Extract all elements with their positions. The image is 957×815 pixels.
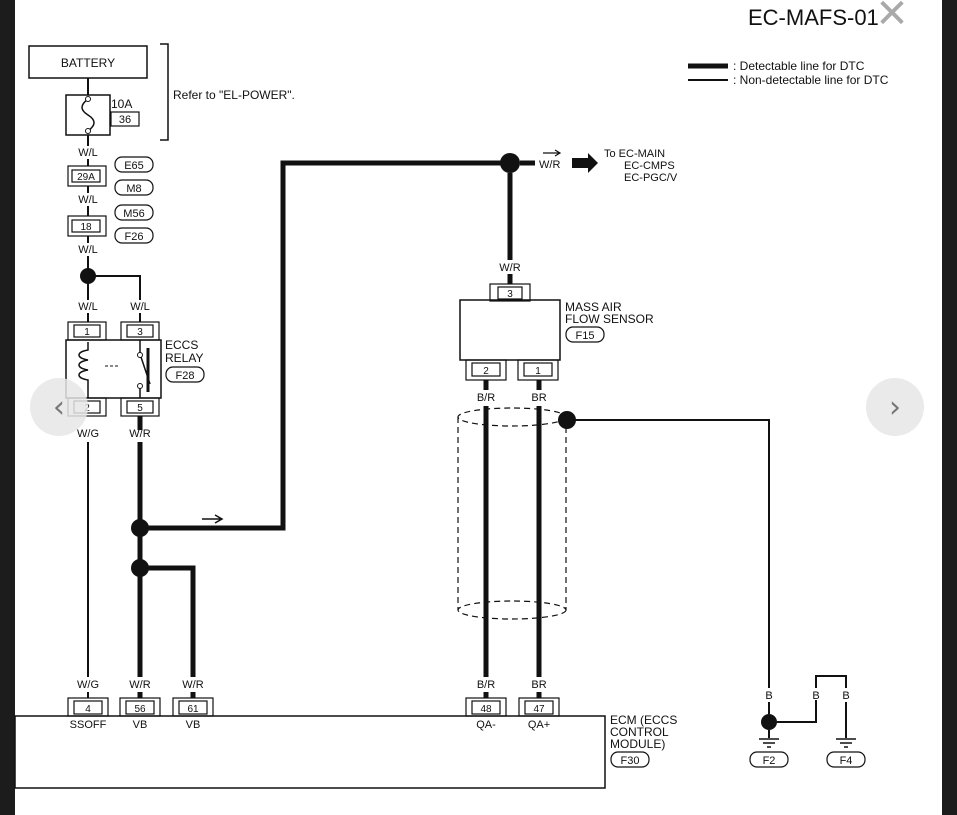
legend-nondetectable-label: : Non-detectable line for DTC: [733, 73, 889, 87]
fuse-rating: 10A: [111, 97, 132, 111]
maf-name: MASS AIR: [565, 300, 622, 314]
next-image-button[interactable]: ›: [866, 378, 924, 436]
wire-label-wr-3: W/R: [499, 262, 520, 274]
splice-dot-maf: [500, 153, 520, 173]
legend-detectable-label: : Detectable line for DTC: [733, 59, 865, 73]
wire-label-wr-5: W/R: [182, 679, 203, 691]
wire-label-wr-2: W/R: [539, 159, 560, 171]
flow-arrow-icon: [202, 514, 224, 524]
connector-m56: [114, 204, 154, 221]
relay-name: ECCS: [165, 338, 198, 352]
svg-text:4: 4: [85, 704, 91, 715]
svg-text:FLOW SENSOR: FLOW SENSOR: [565, 312, 654, 326]
shielded-cable: [457, 407, 567, 620]
battery-label: BATTERY: [61, 56, 115, 70]
svg-text:29A: 29A: [77, 172, 95, 183]
svg-text:56: 56: [134, 704, 146, 715]
ground-code-f4: F4: [840, 755, 853, 767]
wire-shield-ground: [567, 419, 770, 688]
wire-label-wr-4: W/R: [129, 679, 150, 691]
eccs-relay: 1 3 2 5 ECCS RELAY F28: [65, 321, 205, 417]
svg-text:EC-PGC/V: EC-PGC/V: [624, 172, 678, 184]
viewer-frame-left: [0, 0, 15, 815]
svg-text:RELAY: RELAY: [165, 351, 203, 365]
ecm-box: [14, 715, 606, 789]
wire-label-wl-2: W/L: [78, 194, 98, 206]
chevron-left-icon: ‹: [53, 389, 65, 425]
svg-text:5: 5: [137, 403, 143, 414]
prev-image-button[interactable]: ‹: [30, 378, 88, 436]
wire-label-wl-1: W/L: [78, 147, 98, 159]
ecm-name: ECM (ECCS: [610, 713, 677, 727]
svg-text:F26: F26: [125, 231, 144, 243]
wire-label-b-2: B: [812, 690, 819, 702]
svg-text:EC-CMPS: EC-CMPS: [624, 160, 675, 172]
wire-label-br-2: BR: [531, 392, 546, 404]
connector-f26: [114, 227, 154, 244]
refer-bracket: [160, 43, 169, 141]
svg-text:61: 61: [187, 704, 199, 715]
svg-text:QA-: QA-: [476, 719, 496, 731]
svg-text:18: 18: [80, 222, 92, 233]
wire-label-wl-3: W/L: [78, 244, 98, 256]
close-icon: ✕: [875, 0, 909, 37]
svg-text:VB: VB: [133, 719, 148, 731]
svg-text:3: 3: [507, 289, 513, 300]
ground-code-f2: F2: [763, 755, 776, 767]
wire-label-wl-5: W/L: [130, 301, 150, 313]
maf-code: F15: [576, 330, 595, 342]
svg-text:M56: M56: [123, 208, 144, 220]
svg-text:3: 3: [137, 327, 143, 338]
svg-text:1: 1: [84, 327, 90, 338]
ecm-code: F30: [621, 755, 640, 767]
wire-label-br-1: B/R: [477, 392, 495, 404]
wire-label-b-3: B: [842, 690, 849, 702]
svg-text:2: 2: [483, 366, 489, 377]
wire-label-wg-1: W/G: [77, 428, 99, 440]
wire-label-wr-1: W/R: [129, 428, 150, 440]
refer-text: Refer to "EL-POWER".: [173, 88, 295, 102]
relay-coil-icon: [78, 342, 89, 398]
svg-text:M8: M8: [126, 183, 141, 195]
wire-label-wl-4: W/L: [78, 301, 98, 313]
fuse-number: 36: [119, 114, 131, 126]
svg-text:QA+: QA+: [528, 719, 550, 731]
ground-splice-dot: [761, 714, 777, 730]
connector-e65: [114, 156, 154, 173]
wire-wr-to-ecm61: [140, 565, 196, 677]
viewer-frame-right: [942, 0, 957, 815]
svg-text:VB: VB: [186, 719, 201, 731]
svg-text:SSOFF: SSOFF: [70, 719, 107, 731]
wire-label-br-3: B/R: [477, 679, 495, 691]
wire-label-br-4: BR: [531, 679, 546, 691]
connector-m8: [114, 179, 154, 196]
chevron-right-icon: ›: [889, 389, 901, 425]
wire-wr-to-maf: [140, 160, 510, 531]
svg-text:1: 1: [535, 366, 541, 377]
to-ec-main: To EC-MAIN: [604, 148, 665, 160]
wire-label-b-1: B: [765, 690, 772, 702]
ground-icon: [759, 738, 779, 748]
wire-label-wg-2: W/G: [77, 679, 99, 691]
svg-text:CONTROL: CONTROL: [610, 725, 669, 739]
svg-text:MODULE): MODULE): [610, 737, 665, 751]
ground-icon: [836, 738, 856, 748]
svg-text:47: 47: [533, 704, 545, 715]
close-button[interactable]: ✕: [872, 0, 912, 34]
arrow-right-icon: [572, 153, 598, 173]
svg-text:48: 48: [480, 704, 492, 715]
page-code: EC-MAFS-01: [748, 5, 879, 30]
svg-text:E65: E65: [124, 160, 144, 172]
relay-code: F28: [176, 370, 195, 382]
ecm-terminals: 4 SSOFF 56 VB 61 VB 48 QA- 47 QA+: [67, 697, 560, 731]
mass-air-flow-sensor: 3 2 1 MASS AIR FLOW SENSOR F15: [459, 283, 654, 381]
fuse-icon: [81, 98, 95, 132]
legend: : Detectable line for DTC : Non-detectab…: [688, 59, 889, 87]
